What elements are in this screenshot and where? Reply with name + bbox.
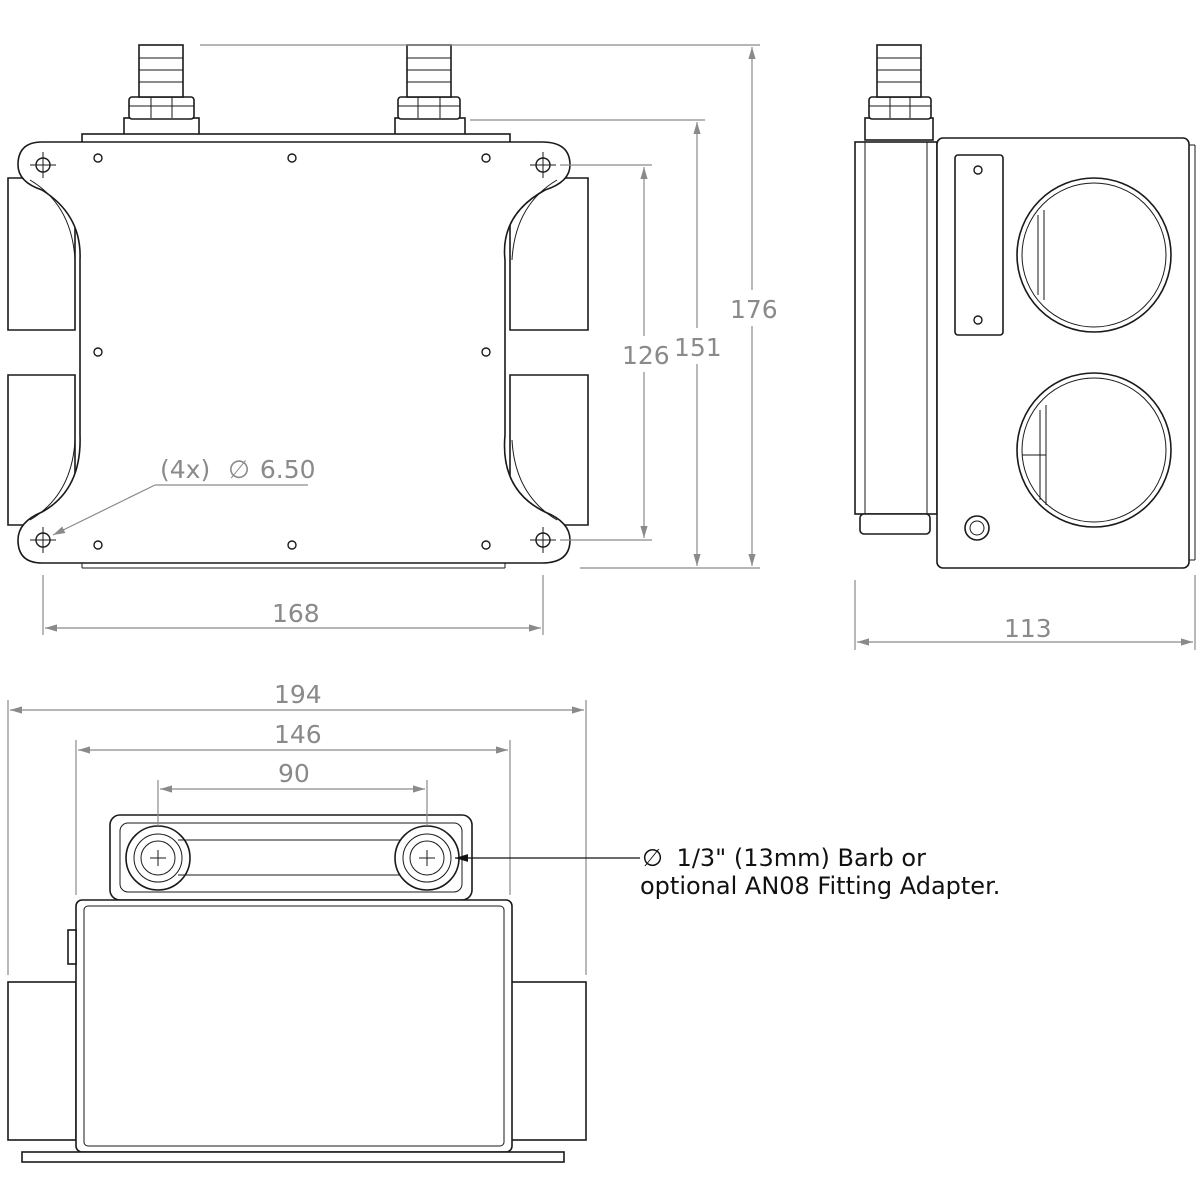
front-right-tank (509, 177, 589, 526)
cover-screws (93, 153, 491, 550)
bottom-dimensions: 194 146 90 (7, 680, 587, 975)
side-lower-port (1016, 372, 1172, 528)
port-callout: ∅ 1/3" (13mm) Barb or optional AN08 Fitt… (455, 844, 1000, 900)
front-left-tank (7, 177, 76, 526)
diameter-symbol: ∅ (228, 455, 250, 484)
dim-168: 168 (272, 599, 320, 628)
bottom-left-tank (7, 981, 77, 1141)
front-left-barb-fitting (123, 44, 200, 139)
side-label-plate (954, 154, 1004, 336)
hole-count-label: (4x) (160, 455, 210, 484)
side-drain-plug (964, 515, 990, 541)
hole-diameter-value: 6.50 (260, 455, 316, 484)
port-callout-line2: optional AN08 Fitting Adapter. (640, 872, 1000, 900)
dim-126: 126 (622, 341, 670, 370)
svg-text:(4x) ∅ 6.50: (4x) ∅ 6.50 (160, 455, 316, 484)
port-callout-line1: 1/3" (13mm) Barb or (677, 844, 927, 872)
side-upper-port (1016, 177, 1172, 333)
front-dimensions: 176 151 126 168 (42, 44, 778, 635)
bottom-base-plate (21, 1151, 565, 1163)
dim-151: 151 (674, 333, 722, 362)
side-view: 113 (854, 44, 1196, 650)
bottom-right-tank (507, 981, 587, 1141)
bottom-body (75, 899, 513, 1153)
dim-113: 113 (1004, 614, 1052, 643)
side-barb-fitting (864, 44, 934, 141)
dim-194: 194 (274, 680, 322, 709)
side-dimensions: 113 (854, 575, 1196, 650)
svg-text:∅ 1/3" (13mm) Barb or: ∅ 1/3" (13mm) Barb or (642, 844, 926, 872)
dim-146: 146 (274, 720, 322, 749)
hole-callout: (4x) ∅ 6.50 (52, 455, 316, 536)
dim-90: 90 (278, 759, 310, 788)
dim-176: 176 (730, 295, 778, 324)
front-right-barb-fitting (394, 44, 466, 139)
side-mounting-plate (854, 141, 938, 515)
side-tank-body (936, 137, 1190, 569)
bottom-view: 194 146 90 ∅ 1/3" (13mm) Barb or optiona… (7, 680, 1000, 1163)
port-diameter-symbol: ∅ (642, 844, 663, 872)
front-view: 176 151 126 168 (4x) ∅ 6.50 (7, 44, 778, 635)
